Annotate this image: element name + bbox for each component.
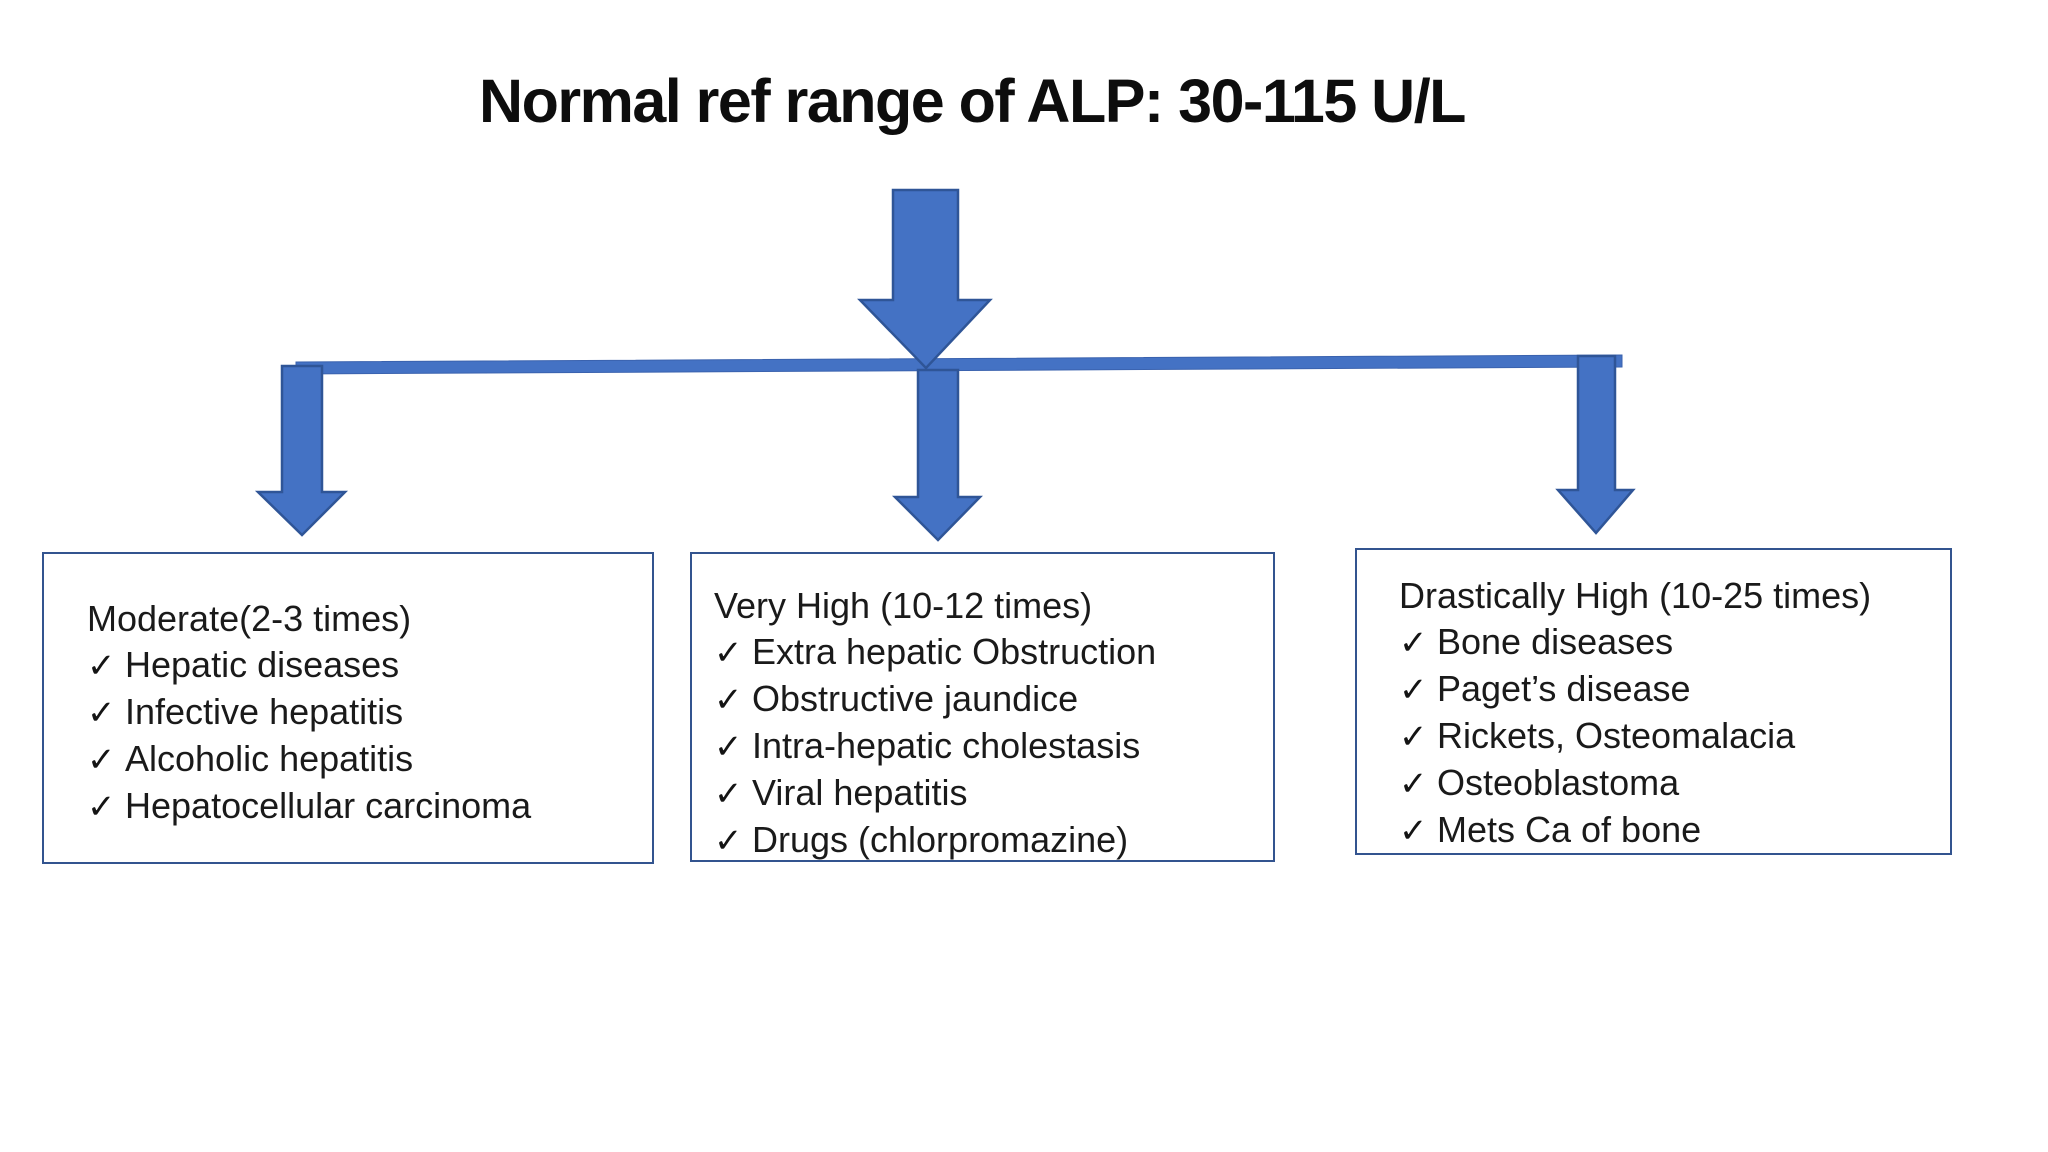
box-title: Moderate(2-3 times) (87, 598, 412, 639)
list-item: ✓ Viral hepatitis (714, 770, 1263, 817)
cause-list: ✓ Bone diseases ✓ Paget’s disease ✓ Rick… (1399, 619, 1940, 854)
checkmark-icon: ✓ (1399, 671, 1428, 709)
left-down-arrow-icon (254, 364, 349, 537)
checkmark-icon: ✓ (1399, 718, 1428, 756)
checkmark-icon: ✓ (1399, 812, 1428, 850)
checkmark-icon: ✓ (714, 634, 743, 672)
checkmark-icon: ✓ (714, 728, 743, 766)
list-item: ✓ Drugs (chlorpromazine) (714, 817, 1263, 864)
category-box-drastically-high: Drastically High (10-25 times) ✓ Bone di… (1355, 548, 1952, 855)
right-down-arrow-icon (1555, 354, 1636, 535)
checkmark-icon: ✓ (714, 681, 743, 719)
list-item: ✓ Alcoholic hepatitis (87, 736, 636, 783)
list-item: ✓ Osteoblastoma (1399, 760, 1940, 807)
list-item-text: Paget’s disease (1437, 668, 1691, 709)
list-item-text: Obstructive jaundice (752, 678, 1079, 719)
checkmark-icon: ✓ (714, 822, 743, 860)
list-item-text: Viral hepatitis (752, 772, 968, 813)
list-item-text: Infective hepatitis (125, 691, 404, 732)
list-item-text: Hepatic diseases (125, 644, 400, 685)
category-box-moderate: Moderate(2-3 times) ✓ Hepatic diseases ✓… (42, 552, 654, 864)
list-item-text: Alcoholic hepatitis (125, 738, 414, 779)
list-item: ✓ Rickets, Osteomalacia (1399, 713, 1940, 760)
list-item: ✓ Mets Ca of bone (1399, 807, 1940, 854)
list-item: ✓ Extra hepatic Obstruction (714, 629, 1263, 676)
list-item: ✓ Infective hepatitis (87, 689, 636, 736)
list-item-text: Rickets, Osteomalacia (1437, 715, 1796, 756)
list-item-text: Bone diseases (1437, 621, 1674, 662)
page-title: Normal ref range of ALP: 30-115 U/L (479, 67, 1466, 135)
list-item: ✓ Hepatic diseases (87, 642, 636, 689)
list-item: ✓ Intra-hepatic cholestasis (714, 723, 1263, 770)
checkmark-icon: ✓ (87, 694, 116, 732)
category-box-very-high: Very High (10-12 times) ✓ Extra hepatic … (690, 552, 1275, 862)
list-item-text: Hepatocellular carcinoma (125, 785, 532, 826)
box-title: Very High (10-12 times) (714, 585, 1093, 626)
list-item-text: Intra-hepatic cholestasis (752, 725, 1141, 766)
list-item-text: Mets Ca of bone (1437, 809, 1702, 850)
box-title: Drastically High (10-25 times) (1399, 575, 1872, 616)
list-item: ✓ Obstructive jaundice (714, 676, 1263, 723)
main-down-arrow-icon (857, 188, 993, 370)
checkmark-icon: ✓ (714, 775, 743, 813)
checkmark-icon: ✓ (1399, 624, 1428, 662)
cause-list: ✓ Hepatic diseases ✓ Infective hepatitis… (87, 642, 636, 830)
list-item: ✓ Paget’s disease (1399, 666, 1940, 713)
list-item-text: Extra hepatic Obstruction (752, 631, 1157, 672)
list-item: ✓ Bone diseases (1399, 619, 1940, 666)
checkmark-icon: ✓ (87, 647, 116, 685)
list-item-text: Osteoblastoma (1437, 762, 1680, 803)
list-item-text: Drugs (chlorpromazine) (752, 819, 1129, 860)
checkmark-icon: ✓ (87, 741, 116, 779)
middle-down-arrow-icon (891, 368, 983, 542)
checkmark-icon: ✓ (1399, 765, 1428, 803)
list-item: ✓ Hepatocellular carcinoma (87, 783, 636, 830)
cause-list: ✓ Extra hepatic Obstruction ✓ Obstructiv… (714, 629, 1263, 864)
checkmark-icon: ✓ (87, 788, 116, 826)
